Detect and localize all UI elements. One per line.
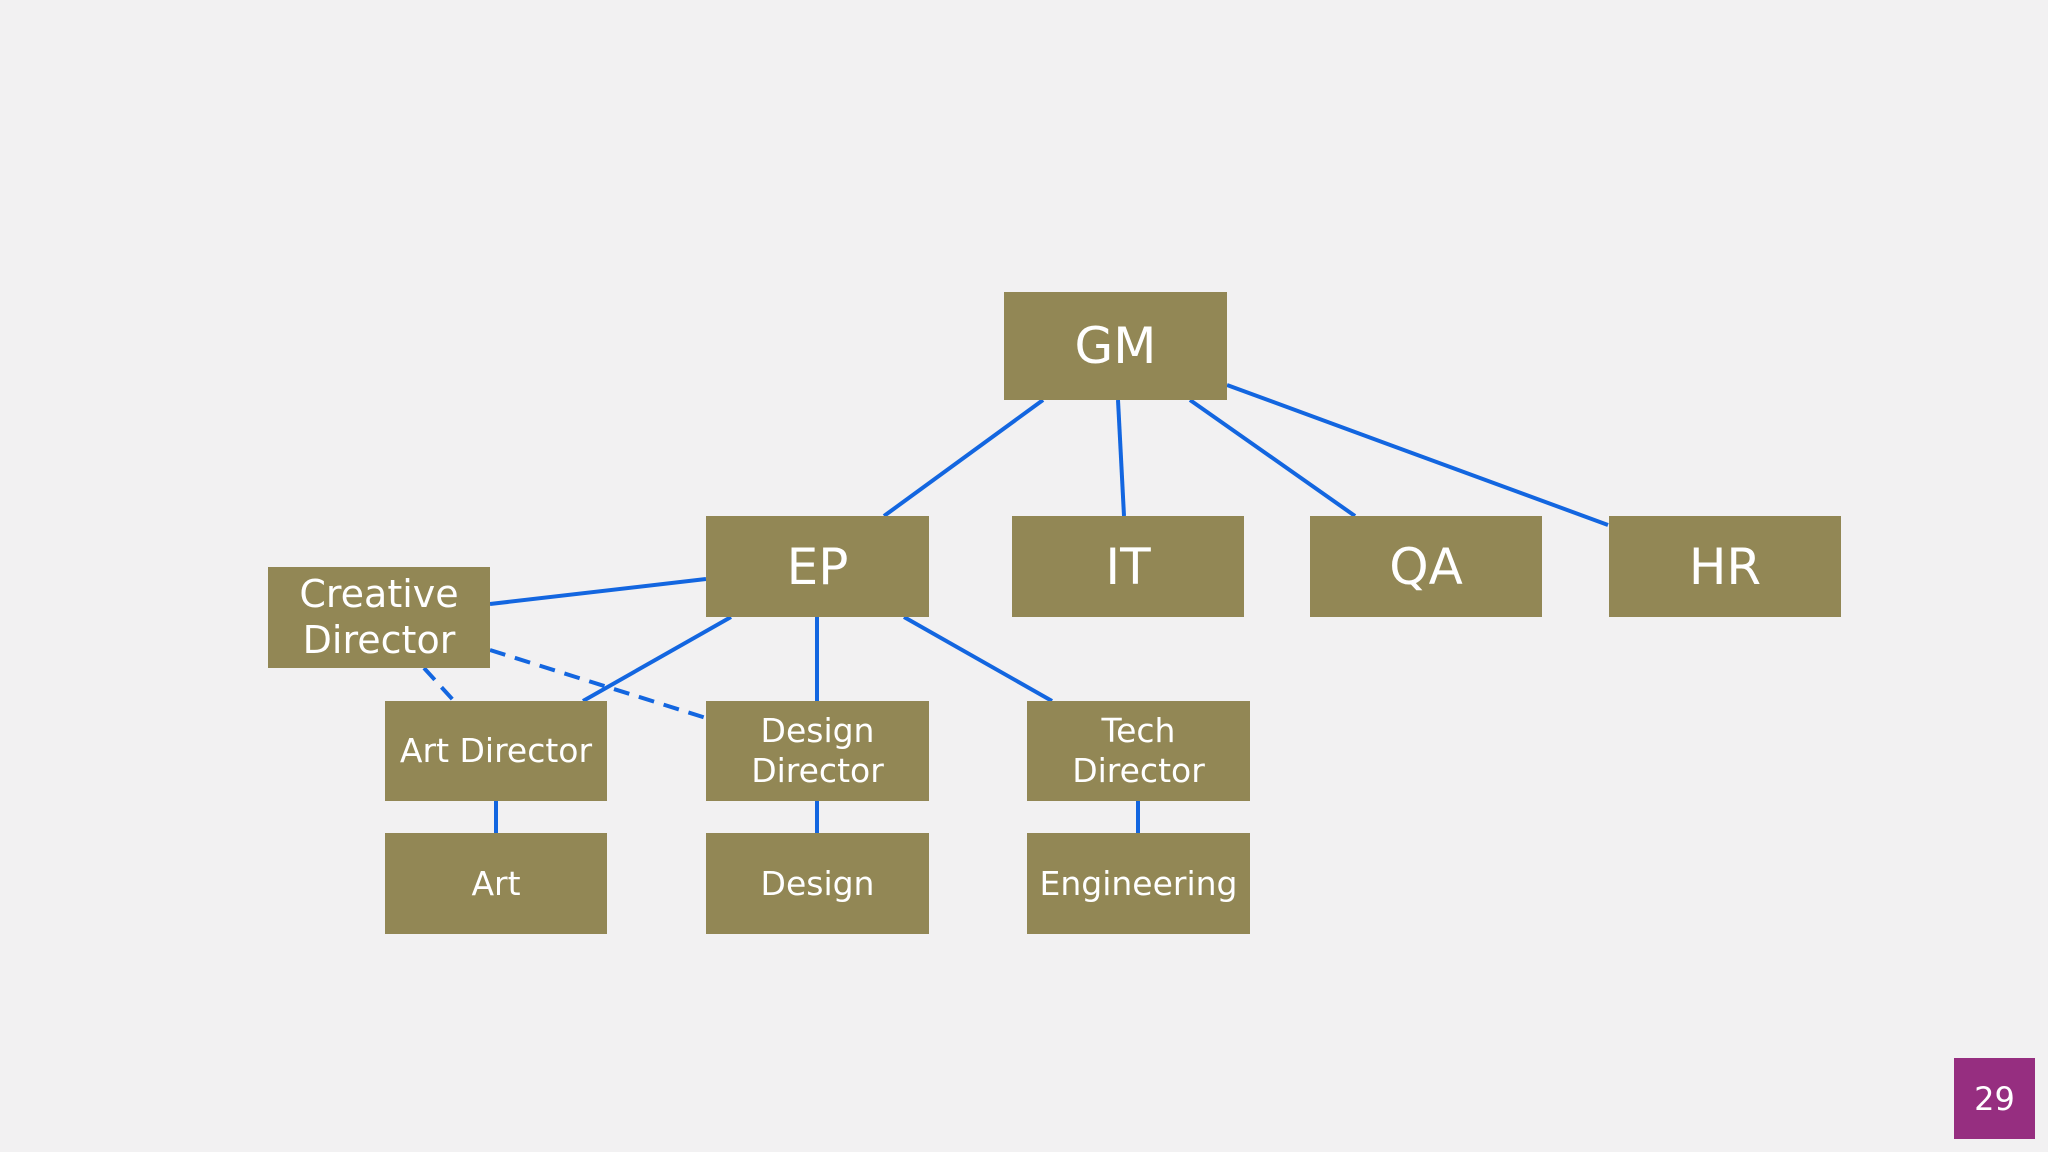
- node-engineering: Engineering: [1027, 833, 1250, 934]
- node-gm: GM: [1004, 292, 1227, 400]
- connector-gm-it: [1116, 399, 1126, 517]
- node-ep: EP: [706, 516, 929, 617]
- connector-ep-creative-director: [489, 577, 707, 606]
- node-art: Art: [385, 833, 607, 934]
- dashed-connector-creative-director-design-director: [489, 648, 707, 720]
- node-design: Design: [706, 833, 929, 934]
- page-number-badge: 29: [1954, 1058, 2035, 1139]
- node-tech-director: Tech Director: [1027, 701, 1250, 801]
- connector-gm-qa: [1188, 398, 1357, 518]
- node-qa: QA: [1310, 516, 1542, 617]
- connector-ep-art-director: [582, 615, 732, 703]
- node-it: IT: [1012, 516, 1244, 617]
- dashed-connector-creative-director-art-director: [422, 666, 456, 703]
- node-design-director: Design Director: [706, 701, 929, 801]
- connector-gm-ep: [882, 398, 1045, 518]
- node-creative-director: Creative Director: [268, 567, 490, 668]
- connector-gm-hr: [1226, 383, 1609, 527]
- node-art-director: Art Director: [385, 701, 607, 801]
- connector-ep-tech-director: [903, 615, 1053, 703]
- node-hr: HR: [1609, 516, 1841, 617]
